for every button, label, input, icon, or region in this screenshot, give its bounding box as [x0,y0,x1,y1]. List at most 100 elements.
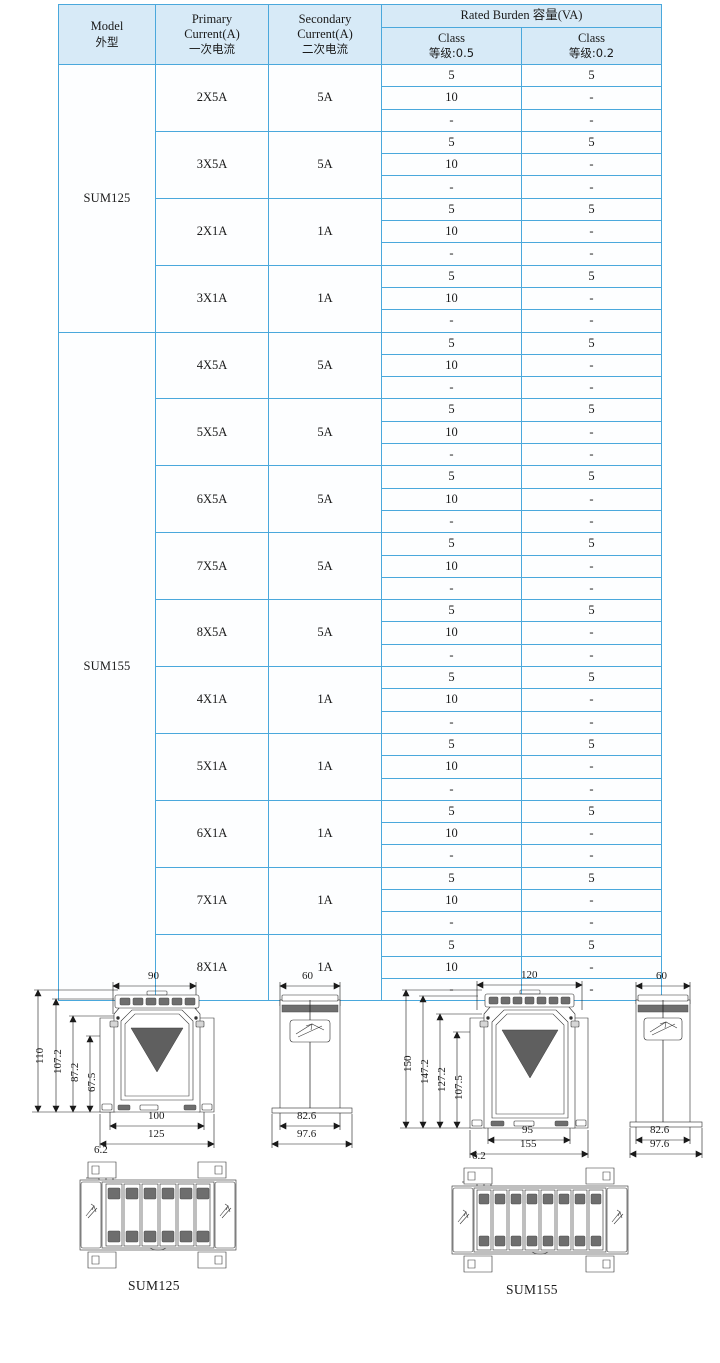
cell-primary-current: 2X1A [155,197,269,266]
table-row: 10- [59,420,662,445]
cell-secondary-current: 5A [268,64,382,132]
cell-secondary-current: 1A [268,197,382,266]
cell-burden-class02: - [521,153,662,177]
cell-burden-class02: - [521,911,662,935]
sum155-dim-height-150: 150 [402,1055,414,1073]
cell-burden-class02: - [521,888,662,913]
cell-burden-class05: - [381,777,522,801]
table-row: 10- [59,755,662,779]
table-row: -- [59,643,662,668]
table-row: -- [59,777,662,801]
sum125-dim-depth-60: 60 [302,970,313,982]
cell-secondary-current: 1A [268,866,382,935]
sum125-caption: SUM125 [128,1278,180,1293]
sum125-dim-width-100: 100 [148,1110,165,1122]
cell-burden-class02: - [521,86,662,110]
cell-secondary-current: 5A [268,599,382,668]
cell-burden-class02: - [521,309,662,333]
sum155-dim-depth-976: 97.6 [650,1138,670,1150]
sum155-dim-pitch-62: 6.2 [472,1150,486,1162]
table-row: -- [59,911,662,935]
header-model-cn: 外型 [95,34,119,49]
table-head: Model 外型 Primary Current(A) 一次电流 Seconda… [58,4,662,65]
sum155-dim-height-127: 127.2 [436,1067,448,1092]
table-row: 10- [59,621,662,645]
header-class2-en: Class [577,30,606,45]
sum155-bottom-view: 6.2 SUM155 [438,1150,653,1297]
cell-burden-class05: 5 [381,331,522,355]
cell-burden-class02: - [521,777,662,801]
cell-burden-class05: 5 [381,465,522,489]
cell-burden-class02: 5 [521,63,662,88]
cell-burden-class02: - [521,443,662,467]
cell-primary-current: 2X5A [155,64,269,132]
cell-burden-class02: - [521,286,662,311]
table-row: 10- [59,888,662,913]
cell-burden-class02: - [521,688,662,712]
cell-burden-class05: - [381,443,522,467]
cell-burden-class05: 10 [381,688,522,712]
cell-burden-class02: 5 [521,666,662,690]
table-row: -- [59,710,662,734]
cell-burden-class05: 10 [381,621,522,645]
cell-burden-class02: - [521,621,662,645]
cell-burden-class02: - [521,643,662,668]
cell-burden-class05: - [381,376,522,400]
cell-burden-class05: 10 [381,822,522,846]
sum125-dim-width-125: 125 [148,1128,165,1140]
sum155-dim-width-155: 155 [520,1138,537,1150]
cell-burden-class05: - [381,844,522,868]
cell-burden-class05: 10 [381,487,522,511]
cell-secondary-current: 1A [268,799,382,868]
sum125-bottom-view: 6.2 SUM125 [66,1144,256,1293]
cell-burden-class05: - [381,576,522,601]
cell-burden-class02: - [521,220,662,244]
header-row-2: Class 等级:0.5 Class 等级:0.2 [59,27,662,65]
sum125-dim-depth-826: 82.6 [297,1110,317,1122]
cell-primary-current: 7X1A [155,866,269,935]
cell-burden-class05: 5 [381,599,522,623]
cell-burden-class02: - [521,710,662,734]
cell-burden-class05: 5 [381,799,522,824]
sum125-front-view: 110 107.2 87.2 67.5 90 100 125 [14,970,259,1149]
sum125-dim-height-107: 107.2 [52,1049,64,1074]
sum125-dim-height-67: 67.5 [86,1072,98,1092]
sum155-dim-height-147: 147.2 [419,1059,431,1084]
cell-secondary-current: 5A [268,465,382,534]
table-row: -- [59,576,662,601]
header-model-en: Model [90,19,124,34]
cell-burden-class02: - [521,509,662,534]
table-row: 10- [59,554,662,578]
table-row: -- [59,509,662,534]
table-row: 10- [59,153,662,177]
cell-burden-class05: - [381,108,522,132]
cell-burden-class02: 5 [521,866,662,890]
header-class-05: Class 等级:0.5 [381,27,522,65]
header-primary-en1: Primary [191,11,233,26]
cell-secondary-current: 1A [268,666,382,734]
cell-primary-current: 3X1A [155,264,269,333]
cell-burden-class02: 5 [521,197,662,222]
sum155-dim-width-95: 95 [522,1124,533,1136]
cell-burden-class02: - [521,755,662,779]
cell-burden-class02: 5 [521,732,662,757]
cell-burden-class02: - [521,242,662,266]
cell-burden-class02: - [521,576,662,601]
table-row: 10- [59,286,662,311]
header-class1-cn: 等级:0.5 [428,46,475,60]
cell-burden-class02: - [521,822,662,846]
cell-primary-current: 5X5A [155,398,269,467]
header-rated-burden: Rated Burden 容量(VA) [381,4,662,28]
cell-primary-current: 4X1A [155,666,269,734]
sum125-dim-width-90: 90 [148,970,159,982]
cell-secondary-current: 5A [268,331,382,400]
header-secondary-en1: Secondary [298,11,352,26]
